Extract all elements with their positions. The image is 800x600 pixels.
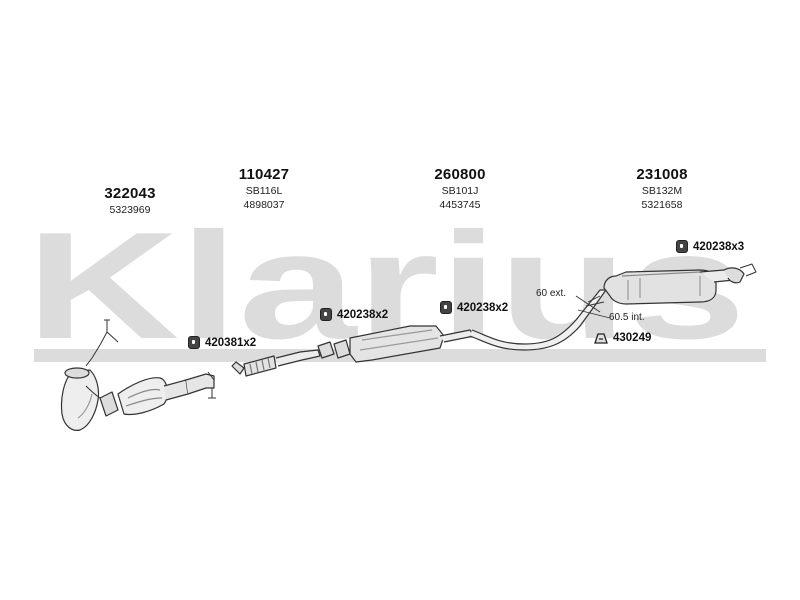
part-ref: SB116L bbox=[245, 185, 283, 197]
part-label-rear-silencer: 231008 SB132M 5321658 bbox=[620, 166, 704, 212]
part-oem: 4898037 bbox=[243, 199, 285, 211]
note-external-diameter: 60 ext. bbox=[536, 288, 567, 299]
callout-label: 430249 bbox=[613, 332, 652, 344]
part-code: 231008 bbox=[636, 166, 688, 183]
part-oem: 5323969 bbox=[109, 204, 151, 216]
rubber-mount-icon bbox=[320, 308, 332, 321]
part-label-middle-silencer: 260800 SB101J 4453745 bbox=[418, 166, 502, 212]
callout-label: 420238x3 bbox=[693, 240, 745, 253]
part-ref: SB101J bbox=[441, 185, 479, 197]
callout-label: 420238x2 bbox=[457, 301, 509, 314]
part-label-downpipe: 322043 5323969 bbox=[88, 185, 172, 217]
part-oem: 5321658 bbox=[641, 199, 683, 211]
part-ref: SB132M bbox=[641, 185, 683, 197]
callout-label: 420238x2 bbox=[337, 308, 389, 321]
callout-clamp-front: 420381x2 bbox=[188, 336, 256, 349]
link-pipe-part bbox=[469, 289, 607, 351]
hanger-icon bbox=[594, 333, 608, 344]
part-code: 260800 bbox=[434, 166, 486, 183]
catalyst-part bbox=[99, 371, 216, 417]
callout-clamp-mid-right: 420238x2 bbox=[440, 301, 508, 314]
rubber-mount-icon bbox=[440, 301, 452, 314]
part-oem: 4453745 bbox=[439, 199, 481, 211]
middle-silencer-part bbox=[317, 325, 475, 363]
part-label-front-pipe: 110427 SB116L 4898037 bbox=[222, 166, 306, 212]
diameter-markers bbox=[575, 295, 611, 319]
callout-label: 420381x2 bbox=[205, 336, 257, 349]
clamp-icon bbox=[188, 336, 200, 349]
callout-hanger-rear: 430249 bbox=[594, 332, 651, 344]
front-pipe-part bbox=[231, 349, 321, 377]
part-code: 110427 bbox=[238, 166, 290, 183]
part-code: 322043 bbox=[104, 185, 156, 202]
rubber-mount-icon bbox=[676, 240, 688, 253]
callout-mount-rear: 420238x3 bbox=[676, 240, 744, 253]
rear-silencer-part bbox=[603, 263, 757, 305]
callout-clamp-mid-left: 420238x2 bbox=[320, 308, 388, 321]
note-internal-diameter: 60.5 int. bbox=[609, 312, 645, 323]
